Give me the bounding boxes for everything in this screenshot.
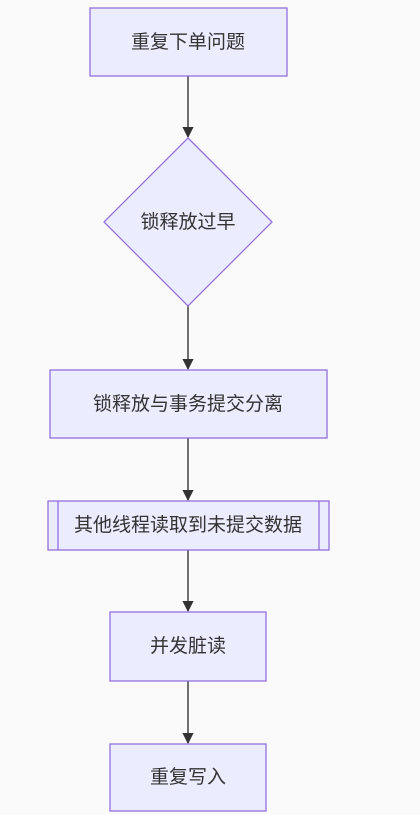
node-box [109,611,267,682]
node-repeat-order-problem: 重复下单问题 [89,7,288,77]
node-concurrent-dirty-read: 并发脏读 [109,611,267,682]
node-read-uncommitted: 其他线程读取到未提交数据 [47,500,330,551]
node-label: 锁释放过早 [140,211,235,233]
node-box [47,500,330,551]
node-label: 并发脏读 [150,635,226,657]
node-lock-release-separated: 锁释放与事务提交分离 [49,369,328,439]
node-lock-released-early: 锁释放过早 [103,137,273,307]
decision-diamond [103,137,273,307]
node-box [109,743,267,812]
node-label: 重复下单问题 [131,31,245,53]
node-duplicate-write: 重复写入 [109,743,267,812]
node-label: 锁释放与事务提交分离 [93,393,283,415]
node-box [89,7,288,77]
node-box [49,369,328,439]
node-label: 其他线程读取到未提交数据 [74,514,302,536]
node-label: 重复写入 [150,766,226,788]
